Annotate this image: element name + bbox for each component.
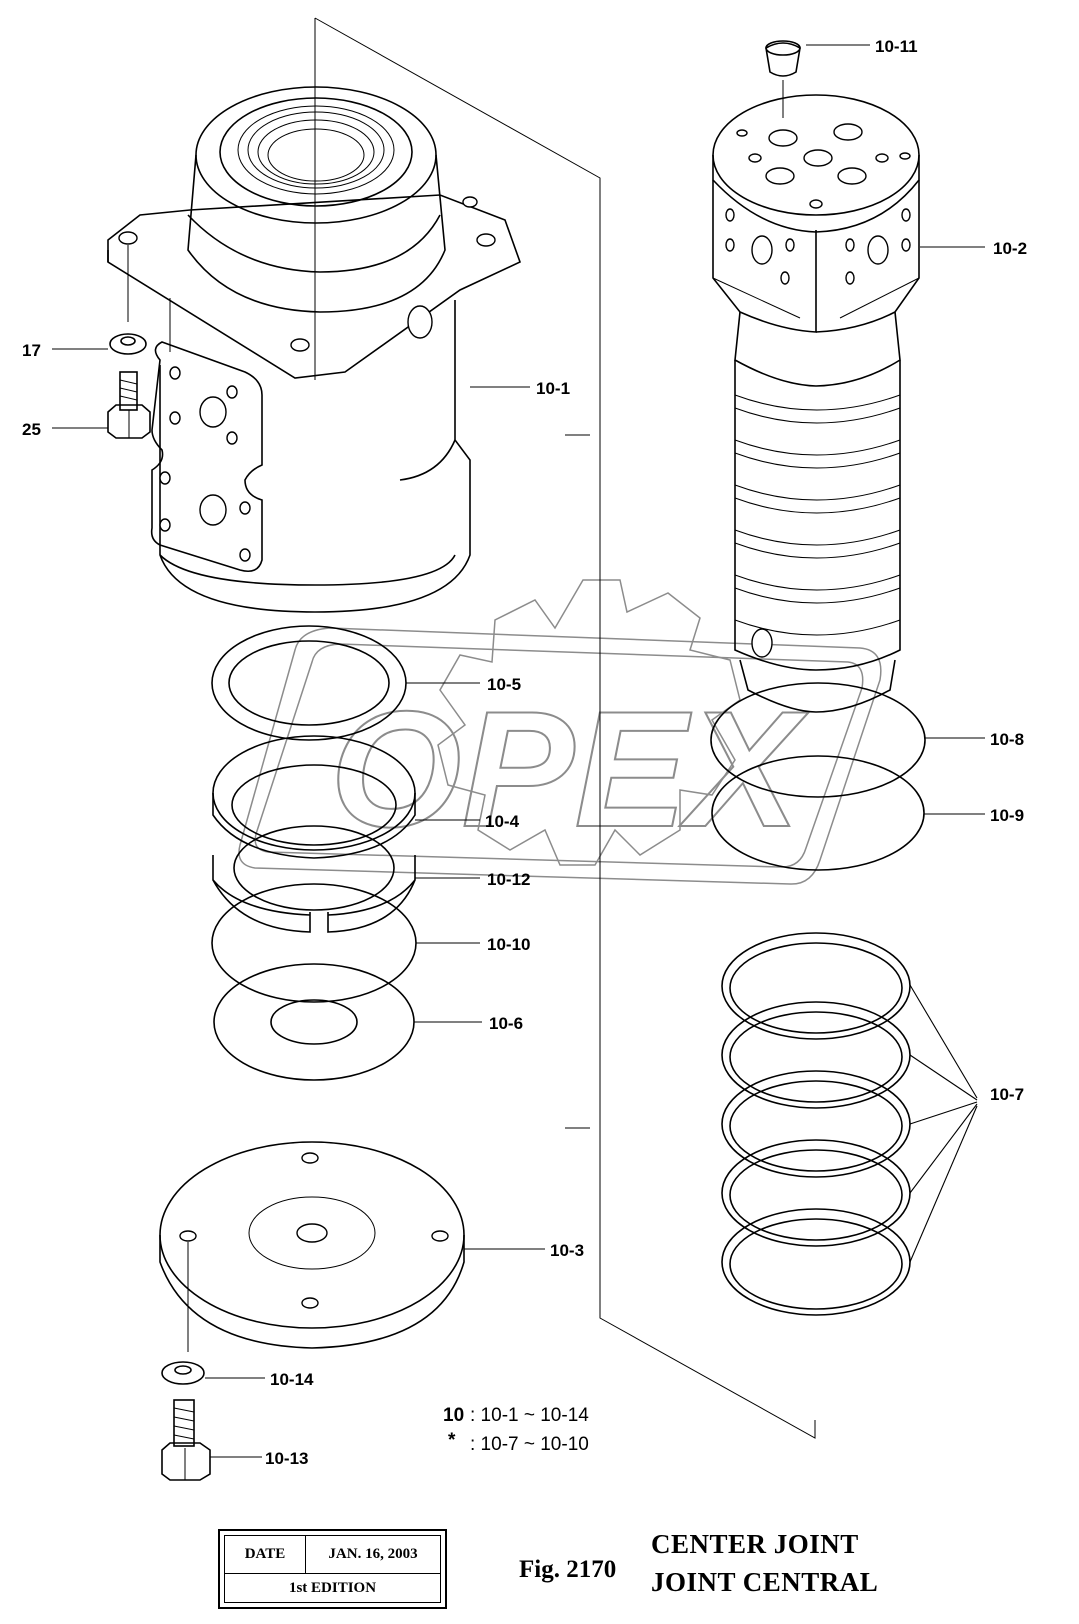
opex-frame [238,627,882,885]
edition-label: 1st EDITION [288,1579,377,1596]
label-10-4: 10-4 [485,812,520,831]
label-10-9: 10-9 [990,806,1024,825]
label-10-14: 10-14 [270,1370,314,1389]
label-10-3: 10-3 [550,1241,584,1260]
figure-title-en: CENTER JOINT [651,1529,859,1559]
title-block: DATE JAN. 16, 2003 1st EDITION [218,1529,447,1609]
date-value: JAN. 16, 2003 [328,1546,418,1562]
gear-icon [437,579,741,866]
bolt-part-25 [107,371,151,439]
figure-number: Fig. 2170 [519,1556,617,1583]
kit-notes: 10 : 10-1 ~ 10-14 * : 10-7 ~ 10-10 [443,1405,589,1455]
ring-part-10-6 [213,963,415,1081]
note-key-1: 10 [443,1405,464,1426]
figure-title-fr: JOINT CENTRAL [651,1567,879,1597]
oring-part-10-9 [711,755,925,871]
bolt-part-10-13 [161,1399,211,1481]
label-10-10: 10-10 [487,935,530,954]
label-10-13: 10-13 [265,1449,308,1468]
ring-part-10-12 [212,825,416,933]
title-block-inner: DATE JAN. 16, 2003 1st EDITION [224,1535,441,1603]
label-10-6: 10-6 [489,1014,523,1033]
oring-part-10-8 [710,682,926,798]
housing-part-10-1 [107,86,521,613]
opex-watermark: OPEX [238,579,882,885]
note-key-2: * [448,1430,456,1451]
plug-part-10-11 [765,40,801,118]
label-10-12: 10-12 [487,870,530,889]
date-label: DATE [225,1536,306,1573]
washer-part-17 [109,333,147,355]
label-10-5: 10-5 [487,675,521,694]
label-10-11: 10-11 [875,37,918,56]
spindle-part-10-2 [712,94,920,713]
label-25: 25 [22,420,41,439]
cover-part-10-3 [159,1141,465,1349]
label-10-7: 10-7 [990,1085,1024,1104]
opex-watermark-text: OPEX [330,677,809,861]
washer-part-10-14 [161,1361,205,1385]
oring-part-10-10 [211,883,417,1003]
label-10-8: 10-8 [990,730,1024,749]
ring-part-10-4 [212,735,416,859]
label-10-2: 10-2 [993,239,1027,258]
seal-stack-part-10-7 [721,932,911,1316]
leader-lines [52,44,985,1458]
note-value-2: : 10-7 ~ 10-10 [470,1434,589,1455]
assembly-guide-lines [187,17,816,1439]
label-17: 17 [22,341,41,360]
label-10-1: 10-1 [536,379,570,398]
note-value-1: : 10-1 ~ 10-14 [470,1405,589,1426]
part-labels: 10-11 10-2 17 25 10-1 10-5 10-8 10-4 10-… [22,37,1027,1468]
title-block-date-row: DATE JAN. 16, 2003 [225,1536,440,1574]
